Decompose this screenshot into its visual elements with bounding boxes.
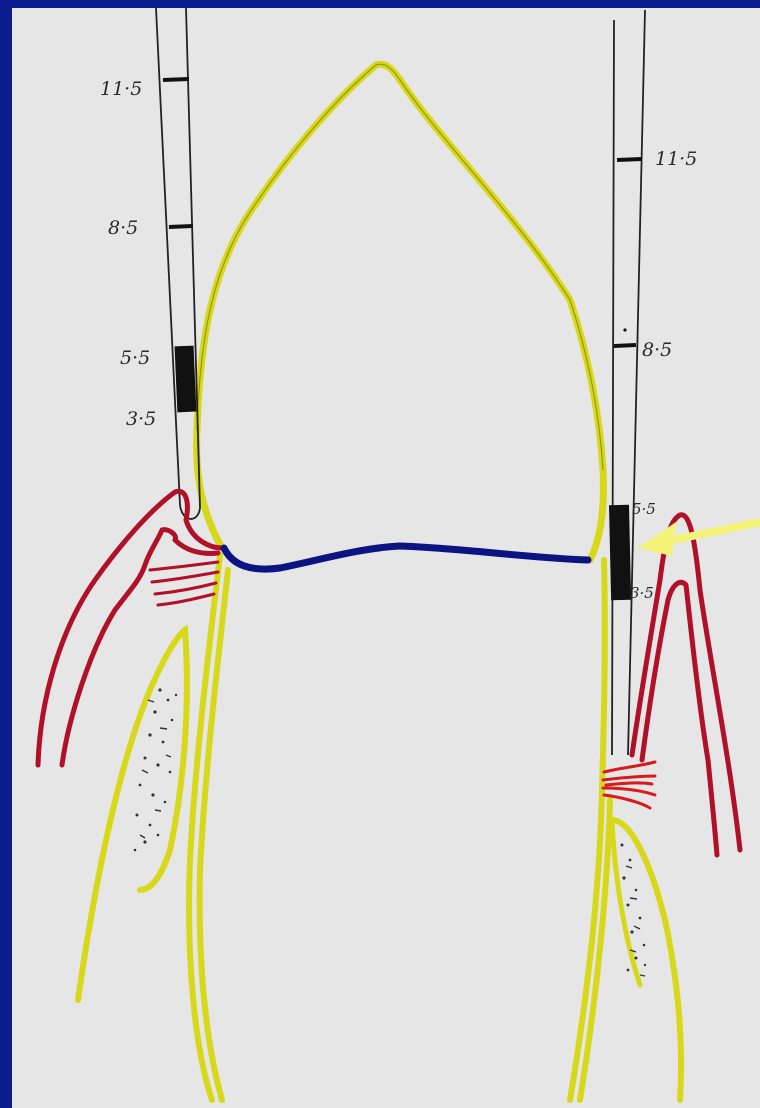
right-probe-shaft: [612, 10, 645, 755]
left-label-8-5: 8·5: [108, 217, 138, 239]
ligament-fibers-left: [150, 562, 218, 605]
bone-left-outline: [78, 630, 187, 1000]
left-probe-tip: [180, 505, 200, 519]
right-label-11-5: 11·5: [655, 148, 697, 170]
left-periodontal-probe: 11·5 8·5 5·5 3·5: [100, 8, 200, 519]
crown-outline: [197, 64, 603, 560]
right-label-5-5: 5·5: [632, 500, 656, 518]
left-mark-8-5: [169, 226, 193, 227]
right-probe-band: [609, 505, 631, 600]
root-right-outline: [570, 560, 605, 1100]
right-periodontal-probe: 11·5 8·5 5·5 3·5: [609, 10, 697, 755]
crown-left-lower: [197, 430, 222, 548]
right-mark-8-5: [614, 345, 636, 346]
left-mark-11-5: [163, 79, 189, 80]
tooth-root: [189, 555, 610, 1100]
alveolar-bone-left: [78, 630, 187, 1000]
gingiva-left: [38, 491, 222, 765]
root-right-inner: [580, 800, 610, 1100]
left-label-11-5: 11·5: [100, 78, 142, 100]
root-left-inner: [200, 570, 228, 1100]
right-label-3-5: 3·5: [630, 584, 654, 602]
tooth-crown: [197, 64, 604, 560]
left-label-5-5: 5·5: [120, 347, 150, 369]
arrow-left-icon: [638, 522, 760, 556]
left-label-3-5: 3·5: [126, 408, 156, 430]
gingiva-right: [632, 515, 740, 855]
gingiva-right-outer: [632, 515, 740, 850]
gingiva-left-outer: [38, 491, 222, 765]
cej-line: [224, 546, 588, 569]
bone-right-outline: [612, 820, 681, 1100]
left-probe-band: [175, 346, 197, 413]
alveolar-bone-right: [612, 820, 681, 1100]
right-mark-11-5: [617, 159, 642, 160]
right-label-8-5: 8·5: [642, 339, 672, 361]
